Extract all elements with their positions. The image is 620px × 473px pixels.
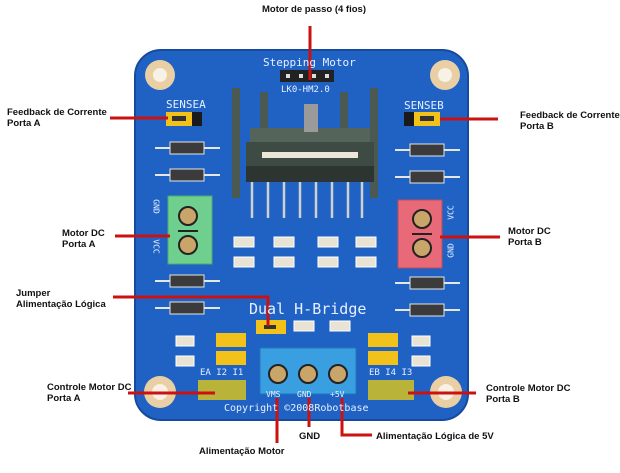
sense-a-jumper (166, 112, 202, 126)
terminal-motor-a (167, 195, 213, 265)
callout-motor-dc-b: Motor DC Porta B (508, 226, 551, 248)
silk-ctrl-b: EB I4 I3 (369, 368, 413, 378)
diodes (155, 141, 460, 317)
callout-gnd: GND (299, 431, 321, 442)
stepper-header (280, 70, 334, 82)
smd-components (175, 236, 431, 367)
terminal-motor-b (397, 199, 443, 269)
silk-copyright: Copyright ©2008Robotbase (224, 403, 369, 414)
silk-5v: +5V (330, 390, 345, 399)
silk-vms: VMS (266, 390, 281, 399)
callout-motor-power: Alimentação Motor (199, 446, 285, 457)
silk-sense-b: SENSEB (404, 99, 444, 112)
silk-copyright-text: Copyright (224, 403, 279, 414)
silk-board-title: Dual H-Bridge (249, 300, 367, 318)
silk-stepping-motor: Stepping Motor (263, 56, 356, 69)
silk-terminal-b-bottom: GND (446, 243, 456, 258)
callout-motor-dc-a: Motor DC Porta A (62, 228, 105, 250)
sense-b-jumper (404, 112, 440, 126)
silk-ctrl-a: EA I2 I1 (200, 368, 244, 378)
power-terminal (259, 347, 357, 395)
heatsink (232, 88, 378, 198)
silk-terminal-a-bottom: VCC (151, 239, 161, 254)
control-header-b (368, 380, 414, 400)
callout-control-b: Controle Motor DC Porta B (486, 383, 571, 405)
mount-hole-top-right (430, 60, 460, 90)
callout-logic-5v: Alimentação Lógica de 5V (376, 431, 494, 442)
silk-terminal-b-top: VCC (446, 205, 456, 220)
silk-gnd: GND (297, 390, 312, 399)
callout-control-a: Controle Motor DC Porta A (47, 382, 132, 404)
silk-chip: LK0-HM2.0 (281, 85, 330, 95)
chip-legs (250, 182, 364, 218)
callout-feedback-b: Feedback de Corrente Porta B (520, 110, 620, 132)
logic-jumper (256, 320, 286, 334)
copyright-icon: © (284, 403, 291, 414)
mount-hole-top-left (145, 60, 175, 90)
silk-copyright-owner: 2008Robotbase (290, 403, 369, 414)
control-jumpers (216, 333, 398, 365)
callout-lines (110, 26, 500, 443)
control-header-a (198, 380, 246, 400)
silk-terminal-a-top: GND (151, 199, 161, 214)
callout-feedback-a: Feedback de Corrente Porta A (7, 107, 107, 129)
silk-sense-a: SENSEA (166, 98, 206, 111)
callout-jumper-logic: Jumper Alimentação Lógica (16, 288, 106, 310)
callout-stepper: Motor de passo (4 fios) (262, 4, 366, 15)
